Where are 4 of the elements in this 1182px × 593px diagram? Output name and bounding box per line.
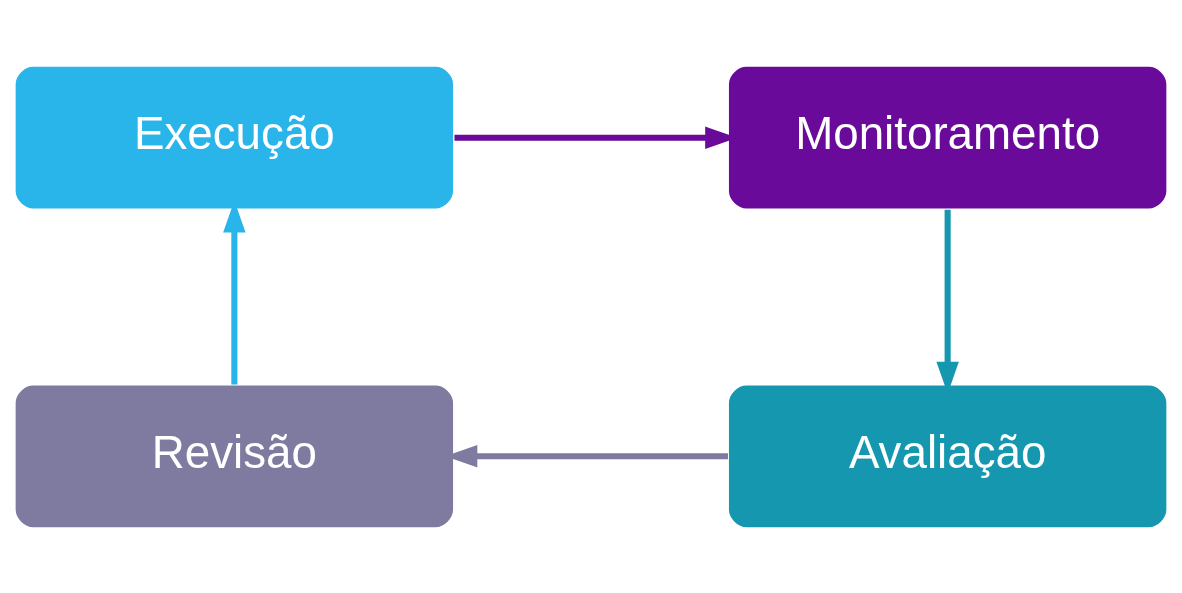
node-box: Avaliação bbox=[727, 383, 1168, 529]
node-box: Revisão bbox=[14, 383, 455, 529]
node-box: Monitoramento bbox=[727, 64, 1168, 210]
node-box: Execução bbox=[14, 64, 455, 210]
